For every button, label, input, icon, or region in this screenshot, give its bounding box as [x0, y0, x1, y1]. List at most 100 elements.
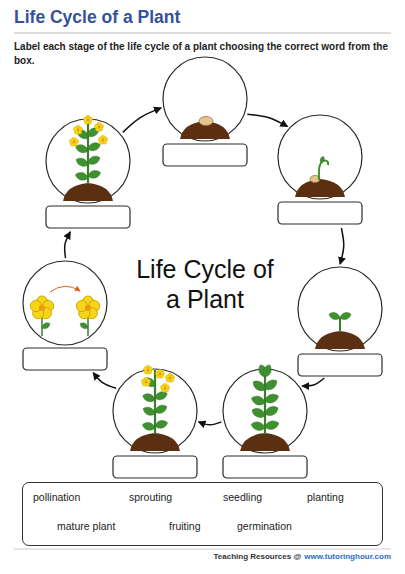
leaf-shape: [154, 419, 168, 430]
leaf-shape: [250, 394, 266, 407]
flower-shape: [165, 373, 174, 382]
credit-text: Teaching Resources @: [214, 552, 302, 561]
choice-term: sprouting: [129, 491, 172, 504]
flower-shape: [141, 377, 150, 386]
leaf-shape: [74, 171, 88, 182]
stem-line: [339, 317, 341, 332]
flower-shape: [94, 122, 103, 131]
cycle-arrow: [302, 378, 324, 386]
stem-line: [87, 316, 89, 336]
seed-shape: [199, 117, 213, 126]
leaf-shape: [250, 406, 266, 420]
leaf-shape: [87, 169, 101, 180]
leaf-shape: [264, 392, 280, 405]
leaf-shape: [328, 311, 341, 321]
young-shoot-art: [315, 311, 365, 349]
sprout-art: [295, 156, 345, 197]
leaf-shape: [263, 377, 279, 392]
leaf-shape: [251, 378, 267, 393]
stem-line: [87, 121, 89, 184]
globe-outline: [277, 114, 363, 225]
globe-frame: [222, 368, 308, 479]
choice-term: seedling: [223, 491, 262, 504]
leaf-shape: [142, 392, 157, 403]
cycle-arrow: [199, 422, 222, 425]
cycle-arrow: [93, 373, 116, 389]
leaf-shape: [142, 405, 157, 417]
footer-rule: [14, 549, 391, 550]
globe-frame: [22, 260, 108, 371]
page-heading: Life Cycle of a Plant: [14, 7, 180, 28]
globe-circle: [23, 261, 107, 345]
globe-outline: [297, 266, 383, 377]
flower-shape: [160, 383, 169, 392]
leaf-shape: [141, 421, 155, 432]
globe-outline: [22, 260, 108, 371]
choice-term: germination: [237, 520, 292, 533]
flower-shape: [155, 369, 164, 378]
fruiting-art: [63, 115, 113, 201]
flowering-art: [130, 365, 180, 451]
globe-frame: [112, 368, 198, 479]
soil-mound: [130, 433, 180, 451]
globe-circle: [113, 369, 197, 453]
choice-term: fruiting: [169, 520, 201, 533]
choice-term: pollination: [33, 491, 80, 504]
soil-mound: [240, 433, 290, 451]
leaf-shape: [261, 364, 272, 379]
leaf-shape: [87, 141, 102, 152]
seed-shape: [310, 176, 320, 183]
soil-mound: [180, 121, 230, 139]
globe-outline: [45, 118, 131, 229]
cycle-arrow: [65, 232, 71, 258]
credit-link: www.tutoringhour.com: [304, 552, 391, 561]
globe-circle: [223, 369, 307, 453]
leaf-shape: [75, 143, 90, 154]
leaf-shape: [154, 390, 169, 401]
leaf-shape: [257, 364, 268, 379]
globe-outline: [222, 368, 308, 479]
globe-frame: [297, 266, 383, 377]
leaf-shape: [250, 420, 266, 432]
leaf-shape: [75, 127, 90, 141]
flower-shape: [76, 296, 99, 319]
flower-pair-art: [30, 286, 99, 336]
center-heading: Life Cycle of a Plant: [130, 254, 280, 314]
leaf-shape: [41, 321, 52, 330]
answer-blank: [113, 456, 197, 478]
globe-outline: [112, 368, 198, 479]
footer-line: Teaching Resources @www.tutoringhour.com: [214, 552, 392, 561]
flower-shape: [69, 137, 78, 146]
choice-term: mature plant: [57, 520, 115, 533]
soil-mound: [295, 179, 345, 197]
flower-shape: [30, 296, 53, 319]
globe-outline: [162, 56, 248, 167]
cycle-arrow: [123, 108, 161, 132]
globe-frame: [277, 114, 363, 225]
answer-blank: [223, 456, 307, 478]
stem-line: [41, 316, 43, 336]
globe-circle: [46, 119, 130, 203]
flower-shape: [73, 125, 82, 134]
cycle-arrow: [247, 114, 287, 126]
leaf-shape: [339, 311, 352, 321]
choices-frame: pollination sprouting seedling planting matu…: [22, 482, 383, 546]
seed-art: [180, 117, 230, 140]
stem-line: [264, 376, 266, 434]
leaf-shape: [264, 419, 280, 431]
globe-circle: [298, 267, 382, 351]
flower-shape: [98, 135, 107, 144]
answer-blank: [163, 144, 247, 166]
instruction-text: Label each stage of the life cycle of a …: [14, 40, 396, 67]
leafy-art: [240, 364, 290, 451]
flower-shape: [83, 115, 92, 124]
leaf-shape: [79, 321, 90, 330]
soil-mound: [63, 183, 113, 201]
leaf-shape: [86, 125, 101, 139]
choice-term: planting: [307, 491, 344, 504]
transfer-arrow: [50, 286, 80, 292]
soil-mound: [315, 331, 365, 349]
leaf-shape: [75, 156, 90, 168]
answer-blank: [46, 206, 130, 228]
heading-rule: [14, 33, 391, 34]
